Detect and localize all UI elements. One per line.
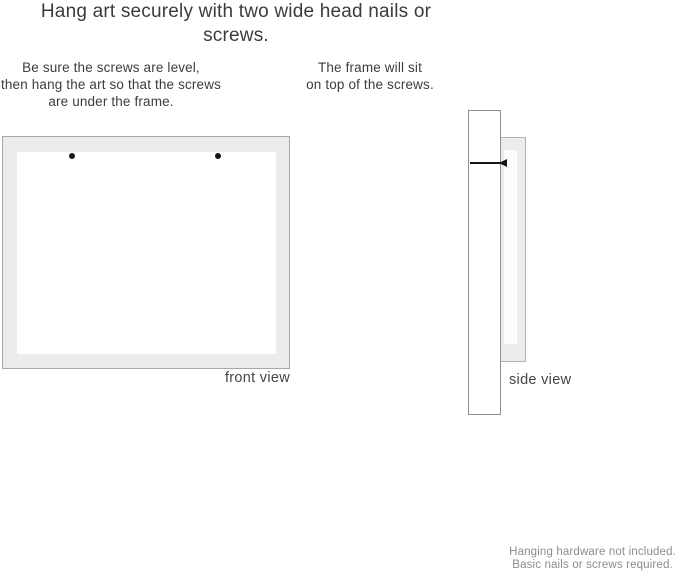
footnote-line: Hanging hardware not included. <box>509 546 676 558</box>
side-view-label: side view <box>509 372 572 388</box>
right-screw-dot-icon <box>215 153 221 159</box>
front-view-instructions: Be sure the screws are level, then hang … <box>0 59 222 110</box>
left-screw-dot-icon <box>69 153 75 159</box>
instruction-line: The frame will sit <box>318 60 422 75</box>
wall-strip <box>468 110 501 415</box>
front-view-frame <box>2 136 290 369</box>
front-view-label: front view <box>224 370 290 386</box>
instruction-line: then hang the art so that the screws <box>0 77 222 92</box>
instruction-line: are under the frame. <box>48 94 174 109</box>
footnote: Hanging hardware not included. Basic nai… <box>509 546 676 571</box>
page-title: Hang art securely with two wide head nai… <box>40 1 432 46</box>
instruction-line: Be sure the screws are level, <box>22 60 200 75</box>
front-view-artwork <box>17 152 276 354</box>
nail-head-icon <box>499 159 507 167</box>
side-view-instructions: The frame will sit on top of the screws. <box>271 59 469 93</box>
side-view-frame-profile <box>500 137 526 362</box>
instruction-line: on top of the screws. <box>306 77 434 92</box>
nail-shaft-icon <box>470 162 501 164</box>
footnote-line: Basic nails or screws required. <box>512 558 673 571</box>
side-view-artwork-strip <box>504 150 517 344</box>
